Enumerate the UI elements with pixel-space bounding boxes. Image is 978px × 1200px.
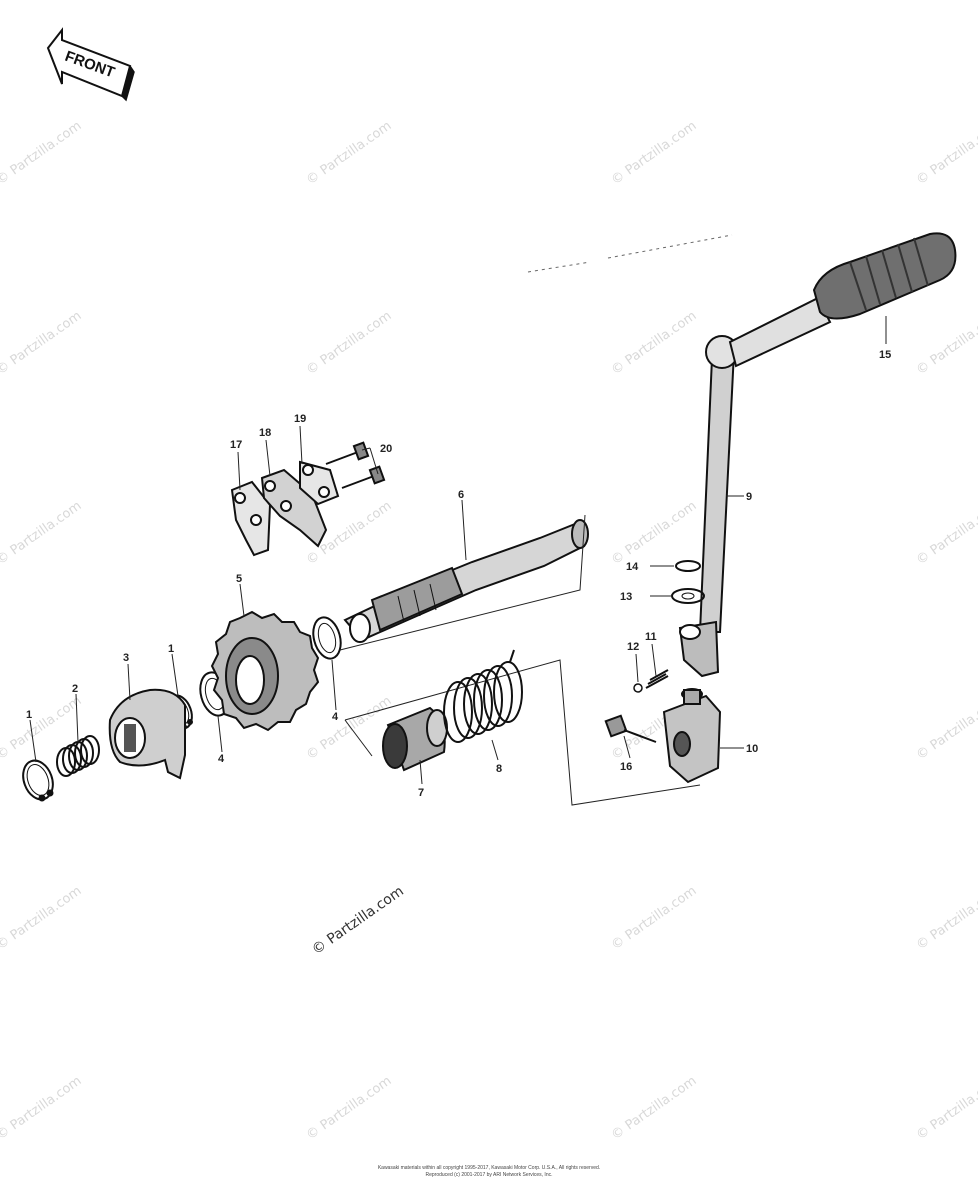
callout-8: 8 <box>496 763 502 775</box>
watermark: © Partzilla.com <box>304 118 395 188</box>
callout-12: 12 <box>627 641 639 653</box>
callout-19: 19 <box>294 413 306 425</box>
plate-part-17 <box>230 480 272 557</box>
callout-20: 20 <box>380 443 392 455</box>
leader-lines <box>29 316 887 785</box>
copyright-line-2: Reproduced (c) 2001-2017 by ARI Network … <box>425 1172 553 1178</box>
clip-part-14 <box>675 560 701 572</box>
kick-arm-part-9 <box>678 296 832 678</box>
callout-1: 1 <box>26 709 32 721</box>
watermark: © Partzilla.com <box>0 118 84 188</box>
spring-part-8 <box>443 649 523 743</box>
watermark: © Partzilla.com <box>0 1073 84 1143</box>
plate-part-18 <box>260 468 328 548</box>
watermark: © Partzilla.com <box>914 498 978 568</box>
callout-4: 4 <box>218 753 225 765</box>
bolt-part-16 <box>604 714 657 743</box>
callout-16: 16 <box>620 761 632 773</box>
callout-labels: 1 2 3 1 4 5 4 6 7 8 9 10 11 12 13 14 15 … <box>26 349 891 799</box>
callout-14: 14 <box>626 561 639 573</box>
collar-part-7 <box>382 706 448 772</box>
watermark: © Partzilla.com <box>0 498 84 568</box>
callout-6: 6 <box>458 489 464 501</box>
callout-10: 10 <box>746 743 758 755</box>
spring-part-11 <box>645 669 669 689</box>
callout-15: 15 <box>879 349 891 361</box>
bolt-part-20 <box>325 441 386 489</box>
copyright-line-1: Kawasaki materials within all copyright … <box>377 1165 601 1171</box>
ball-part-12 <box>633 683 643 693</box>
callout-5: 5 <box>236 573 242 585</box>
watermark: © Partzilla.com <box>0 308 84 378</box>
washer-part-4b <box>312 616 342 660</box>
front-arrow-icon: FRONT <box>46 27 135 102</box>
watermark: © Partzilla.com <box>914 308 978 378</box>
callout-9: 9 <box>746 491 752 503</box>
boss-part-10 <box>662 688 722 784</box>
watermark: © Partzilla.com <box>304 308 395 378</box>
callout-4b: 4 <box>332 711 339 723</box>
watermark: © Partzilla.com <box>914 883 978 953</box>
callout-7: 7 <box>418 787 424 799</box>
watermark: © Partzilla.com <box>609 883 700 953</box>
washer-part-13 <box>671 588 705 604</box>
callout-17: 17 <box>230 439 242 451</box>
watermark: © Partzilla.com <box>304 693 395 763</box>
watermark-center: © Partzilla.com <box>309 883 407 958</box>
shaft-part-6 <box>343 519 589 643</box>
callout-18: 18 <box>259 427 271 439</box>
watermark: © Partzilla.com <box>914 693 978 763</box>
callout-11: 11 <box>645 631 657 643</box>
callout-1b: 1 <box>168 643 174 655</box>
watermark: © Partzilla.com <box>914 118 978 188</box>
plate-part-19 <box>299 460 340 506</box>
circlip-part-1 <box>22 759 54 802</box>
callout-13: 13 <box>620 591 632 603</box>
watermark: © Partzilla.com <box>609 308 700 378</box>
gear-part-5 <box>210 610 320 732</box>
watermark: © Partzilla.com <box>609 498 700 568</box>
watermark: © Partzilla.com <box>609 1073 700 1143</box>
watermark: © Partzilla.com <box>304 1073 395 1143</box>
watermark: © Partzilla.com <box>0 883 84 953</box>
watermark: © Partzilla.com <box>609 118 700 188</box>
callout-2: 2 <box>72 683 78 695</box>
callout-3: 3 <box>123 652 129 664</box>
watermark: © Partzilla.com <box>914 1073 978 1143</box>
ratchet-part-3 <box>108 688 186 780</box>
scan-marks <box>527 234 733 273</box>
leader-outline <box>339 514 701 806</box>
grip-part-15 <box>812 232 957 320</box>
